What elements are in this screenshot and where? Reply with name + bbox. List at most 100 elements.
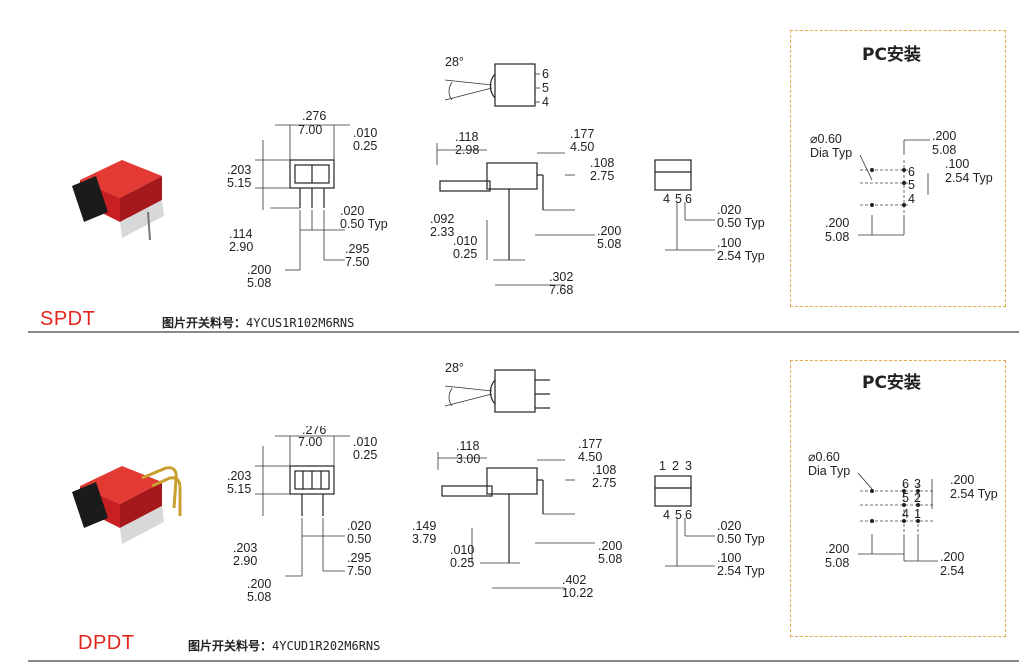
front-span2-mm: 5.08	[247, 590, 271, 604]
front-span-mm: 7.50	[347, 564, 371, 578]
pin-a-mm: 0.50 Typ	[717, 532, 765, 546]
side-a-in: .118	[455, 130, 478, 144]
side-g-in: .302	[549, 270, 573, 284]
front-span-in: .295	[347, 551, 371, 565]
pc-a-in: .200	[950, 473, 974, 487]
spdt-pin-view: 4 5 6 .020 0.50 Typ .100 2.54 Typ	[654, 159, 765, 263]
pc-pin-1: 1	[914, 507, 921, 521]
pin-b-in: .100	[717, 551, 741, 565]
front-height-in: .203	[227, 163, 251, 177]
side-g-mm: 7.68	[549, 283, 573, 297]
dpdt-pc-layout: ⌀0.60 Dia Typ .200 2.54 Typ .200 5.08 .2…	[808, 450, 998, 578]
dpdt-pin-view: 1 2 3 4 5 6 .020 0.50 Typ .100 2.54 Typ	[654, 459, 765, 578]
angle-label: 28°	[445, 55, 464, 69]
pin-b-mm: 2.54 Typ	[717, 249, 765, 263]
spdt-part-label: 图片开关料号：4YCUS1R102M6RNS	[162, 314, 354, 331]
spdt-pc-title: PC安装	[862, 45, 921, 65]
side-d-in: .092	[430, 212, 454, 226]
side-a-in: .118	[456, 439, 479, 453]
pc-dia: ⌀0.60	[808, 450, 840, 464]
front-width-mm: 7.00	[298, 123, 322, 137]
front-pin-in: .020	[340, 204, 364, 218]
dpdt-switch-photo	[72, 466, 182, 544]
pc-a-mm: 5.08	[932, 143, 956, 157]
side-d-in: .149	[412, 519, 436, 533]
front-pin-mm: 0.50 Typ	[340, 217, 388, 231]
front-width-in: .276	[302, 426, 326, 437]
pc-pin-6: 6	[902, 477, 909, 491]
front-width-mm: 7.00	[298, 435, 322, 449]
front-len-in: .203	[233, 541, 257, 555]
pin-label-5: 5	[675, 192, 682, 206]
front-height-mm: 5.15	[227, 482, 251, 496]
side-c-mm: 2.75	[590, 169, 614, 183]
dpdt-front-view: .276 7.00 .010 0.25 .203 5.15 .020 0.50 …	[227, 426, 377, 604]
pc-c-mm: 5.08	[825, 230, 849, 244]
front-span-in: .295	[345, 242, 369, 256]
top-pin-6: 6	[542, 67, 549, 81]
pin-label-4: 4	[663, 508, 670, 522]
front-height-mm: 5.15	[227, 176, 251, 190]
spdt-section: .276 7.00 .010 0.25 .203 5.15 .020 0.50 …	[0, 0, 1025, 334]
spdt-pc-layout: ⌀0.60 Dia Typ .200 5.08 .100 2.54 Typ .2…	[810, 129, 993, 244]
part-number: 4YCUS1R102M6RNS	[246, 316, 355, 330]
spdt-side-view: .118 2.98 .177 4.50 .108 2.75 .092 2.33 …	[430, 127, 621, 297]
pc-d-in: .200	[940, 550, 964, 564]
pin-label-1: 1	[659, 459, 666, 473]
spdt-type-label: SPDT	[40, 308, 96, 330]
pc-pin-6: 6	[908, 165, 915, 179]
front-span-mm: 7.50	[345, 255, 369, 269]
side-e-mm: 0.25	[450, 556, 474, 570]
front-len-mm: 2.90	[229, 240, 253, 254]
side-g-mm: 10.22	[562, 586, 593, 600]
side-a-mm: 3.00	[456, 452, 480, 466]
pin-label-6: 6	[685, 508, 692, 522]
side-f-mm: 5.08	[597, 237, 621, 251]
pin-label-5: 5	[675, 508, 682, 522]
spdt-switch-photo	[72, 160, 164, 241]
part-prefix: 图片开关料号：	[162, 316, 247, 330]
side-b-mm: 4.50	[578, 450, 602, 464]
dpdt-part-label: 图片开关料号：4YCUD1R202M6RNS	[188, 637, 380, 654]
section-divider	[28, 331, 1019, 333]
pin-label-3: 3	[685, 459, 692, 473]
side-f-in: .200	[597, 224, 621, 238]
pc-a-mm: 2.54 Typ	[950, 487, 998, 501]
front-thick-mm: 0.25	[353, 139, 377, 153]
spdt-pc-mount-box	[790, 30, 1006, 307]
dpdt-top-view: 28°	[444, 361, 550, 413]
front-thick-mm: 0.25	[353, 448, 377, 462]
pin-a-mm: 0.50 Typ	[717, 216, 765, 230]
side-c-mm: 2.75	[592, 476, 616, 490]
side-g-in: .402	[562, 573, 586, 587]
pc-c-in: .200	[825, 542, 849, 556]
side-c-in: .108	[590, 156, 614, 170]
front-len-mm: 2.90	[233, 554, 257, 568]
side-e-in: .010	[453, 234, 477, 248]
dpdt-side-view: .118 3.00 .177 4.50 .108 2.75 .149 3.79 …	[412, 438, 622, 600]
dpdt-type-label: DPDT	[78, 632, 135, 654]
pc-pin-5: 5	[902, 491, 909, 505]
front-pin-in: .020	[347, 519, 371, 533]
pc-pin-3: 3	[914, 477, 921, 491]
side-b-in: .177	[578, 438, 602, 451]
pc-a-in: .200	[932, 129, 956, 143]
spdt-top-view: 28° 6 5 4	[444, 55, 549, 109]
pin-label-6: 6	[685, 192, 692, 206]
pc-dia-sub: Dia Typ	[810, 146, 852, 160]
pc-pin-4: 4	[902, 507, 909, 521]
front-width-in: .276	[302, 110, 326, 123]
side-f-in: .200	[598, 539, 622, 553]
pc-c-mm: 5.08	[825, 556, 849, 570]
pin-b-in: .100	[717, 236, 741, 250]
section-divider	[28, 660, 1019, 662]
front-span2-in: .200	[247, 577, 271, 591]
side-e-in: .010	[450, 543, 474, 557]
top-pin-5: 5	[542, 81, 549, 95]
pin-a-in: .020	[717, 519, 741, 533]
pc-b-in: .100	[945, 157, 969, 171]
side-a-mm: 2.98	[455, 143, 479, 157]
pc-dia: ⌀0.60	[810, 132, 842, 146]
dpdt-pc-mount-box	[790, 360, 1006, 637]
front-span2-in: .200	[247, 263, 271, 277]
